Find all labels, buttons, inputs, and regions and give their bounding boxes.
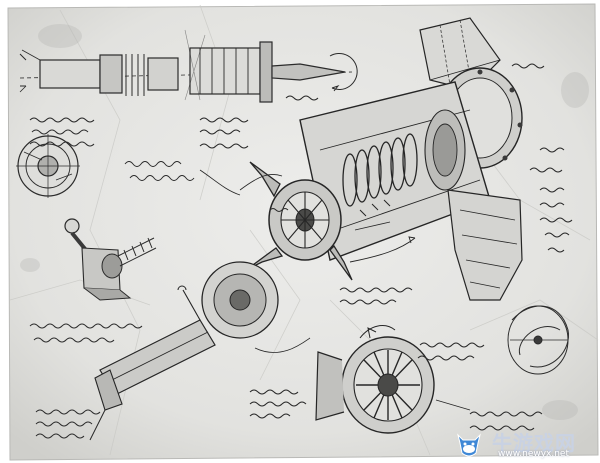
watermark-url: www.newyx.net [498, 449, 570, 459]
orbit-diagram [507, 305, 569, 375]
watermark-site-name: 牛游戏网 [492, 431, 576, 455]
cow-head-icon [457, 433, 481, 457]
handwritten-notes [19, 53, 573, 439]
clamp-part-drawing [64, 218, 157, 301]
spear-bolt-drawing [19, 29, 358, 103]
drum-wheel-drawing [315, 325, 471, 434]
site-watermark: 牛游戏网 www.newyx.net [454, 429, 594, 459]
cross-section-circle [16, 134, 80, 198]
main-gun-assembly [199, 17, 523, 301]
rail-pipe-drawing [89, 261, 311, 441]
